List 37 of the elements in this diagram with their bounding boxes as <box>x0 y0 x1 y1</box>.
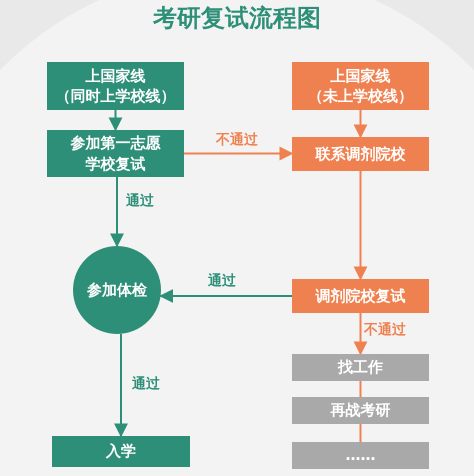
process-box <box>47 130 184 177</box>
process-box <box>292 279 429 313</box>
process-box <box>47 62 184 110</box>
node-text: （未上学校线） <box>308 86 413 106</box>
edge-label: 通过 <box>130 375 162 393</box>
process-box <box>292 397 429 424</box>
node-text: （同时上学校线） <box>56 86 176 106</box>
edge-label: 通过 <box>206 272 238 290</box>
node-text: 入学 <box>106 441 136 462</box>
node-text: 再战考研 <box>330 400 390 421</box>
node-text: 找工作 <box>338 357 383 378</box>
node-text: 调剂院校复试 <box>316 286 406 306</box>
diagram-title: 考研复试流程图 <box>152 3 322 34</box>
arrow <box>159 289 292 303</box>
connector-line <box>360 424 362 442</box>
node-text: …… <box>346 445 376 466</box>
node-text: 联系调剂院校 <box>316 144 406 164</box>
arrow <box>354 313 368 356</box>
node-text: 上国家线 <box>330 66 390 86</box>
arrow <box>114 334 128 438</box>
arrow <box>354 110 368 138</box>
node-text: 参加体检 <box>87 280 147 300</box>
edge-label: 不通过 <box>214 131 260 149</box>
process-box <box>52 436 190 467</box>
process-box <box>292 137 429 171</box>
arrow <box>108 110 122 132</box>
edge-label: 不通过 <box>362 321 408 339</box>
process-box <box>292 442 429 469</box>
arrow <box>110 177 124 248</box>
arrow <box>354 171 368 280</box>
connector-line <box>360 381 362 397</box>
edge-label: 通过 <box>124 192 156 210</box>
node-text: 参加第一志愿学校复试 <box>70 133 162 174</box>
node-text: 上国家线 <box>86 66 146 86</box>
process-box <box>292 62 429 110</box>
arrow <box>184 146 294 160</box>
process-box <box>292 354 429 381</box>
